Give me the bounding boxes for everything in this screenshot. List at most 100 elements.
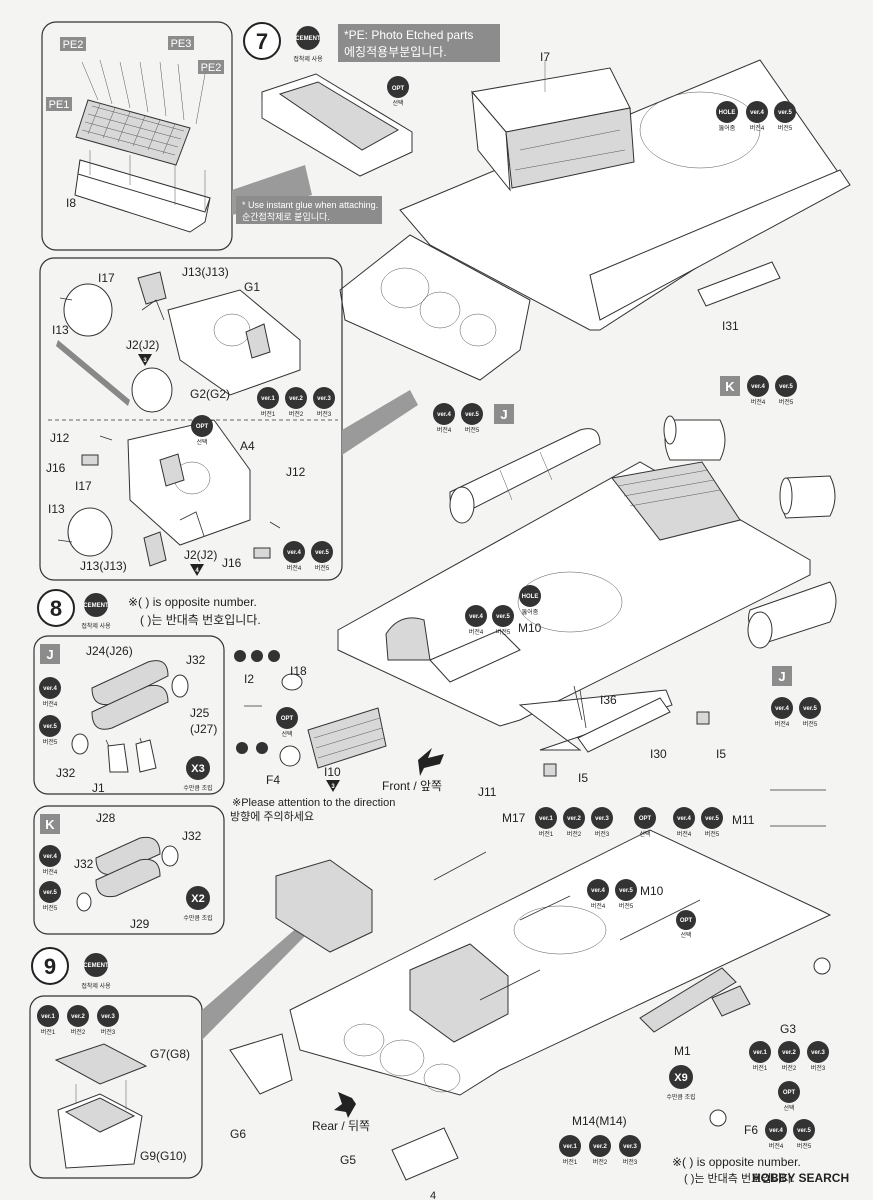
step7-number-badge: 7 [243,22,281,60]
svg-text:ver.4: ver.4 [437,412,451,418]
ver2-badge-detail-a: ver.2 버전2 [285,387,307,418]
svg-text:ver.5: ver.5 [803,706,817,712]
tag-j-main-right: J [772,666,792,686]
part-label-m11: M11 [732,813,755,827]
ver5-badge-sub-j: ver.5 버전5 [39,715,61,746]
svg-text:9: 9 [44,954,56,979]
svg-text:ver.1: ver.1 [563,1144,577,1150]
step9-note-kr: ( )는 반대측 번호입니다. [684,1172,795,1185]
svg-text:버전4: 버전4 [775,720,790,728]
part-label-i13-b: I13 [48,502,65,516]
fuel-drum-k-b [779,475,836,519]
ver5-badge-j-right: ver.5 버전5 [799,697,821,728]
svg-text:ver.2: ver.2 [289,396,303,402]
step7-cement-badge: CEMENT 접착제 사용 [293,26,323,63]
svg-text:OPT: OPT [680,918,693,924]
part-label-g3: G3 [780,1022,796,1036]
part-label-i17-a: I17 [98,271,115,285]
step9-inset-drawing [54,1043,148,1169]
rear-arrow: Rear / 뒤쪽 [312,1092,370,1133]
part-label-j32-c: J32 [182,829,202,843]
opt-badge-step7: OPT 선택 [387,76,409,107]
svg-text:버전5: 버전5 [619,902,634,910]
svg-text:ver.5: ver.5 [315,550,329,556]
svg-text:ver.2: ver.2 [593,1144,607,1150]
svg-text:PE3: PE3 [171,38,192,50]
sub-k-drawing [76,836,179,912]
step8-number-badge: 8 [37,589,75,627]
svg-text:ver.2: ver.2 [567,816,581,822]
part-label-j11: J11 [478,785,497,799]
svg-text:선택: 선택 [680,931,691,939]
svg-text:J: J [778,669,785,684]
svg-text:PE2: PE2 [63,39,84,51]
svg-text:버전4: 버전4 [287,564,302,572]
svg-text:OPT: OPT [392,86,405,92]
small-version-badges-i2 [234,650,280,754]
part-label-m1: M1 [674,1044,691,1058]
hole-badge-step7: HOLE 뚫어줌 [716,101,738,132]
ver4-badge-detail-b: ver.4 버전4 [283,541,305,572]
part-label-g5: G5 [340,1153,356,1167]
part-label-j16-b: J16 [222,556,242,570]
part-label-i5-a: I5 [716,747,726,761]
sub-k-tag: K [40,814,60,834]
step9-cement-badge: CEMENT 접착제 사용 [81,953,111,990]
svg-text:선택: 선택 [281,730,292,738]
svg-text:Front / 앞쪽: Front / 앞쪽 [382,779,442,793]
part-label-g6: G6 [230,1127,246,1141]
pe-grill-assembly [74,59,211,233]
svg-text:3: 3 [143,358,147,364]
svg-text:버전4: 버전4 [677,830,692,838]
part-label-j25: J25 [190,706,210,720]
step9-number-badge: 9 [31,947,69,985]
hull-rear-plate [339,234,531,381]
svg-text:버전5: 버전5 [315,564,330,572]
svg-text:PE2: PE2 [201,62,222,74]
part-label-g7: G7(G8) [150,1047,190,1061]
step8-note: ※( ) is opposite number. [128,595,257,609]
ver4-badge-k: ver.4 버전4 [747,375,769,406]
part-label-i2: I2 [244,672,254,686]
svg-text:버전5: 버전5 [797,1142,812,1150]
ver5-badge-detail-b: ver.5 버전5 [311,541,333,572]
multiplier-x9: X9 수만큼 조립 [666,1065,696,1101]
multiplier-x2: X2 수만큼 조립 [183,886,213,922]
part-label-m10-step9: M10 [640,884,664,898]
hull-step9 [229,789,832,1181]
svg-text:선택: 선택 [639,830,650,838]
svg-text:선택: 선택 [783,1104,794,1112]
svg-text:수만큼 조립: 수만큼 조립 [666,1093,695,1101]
svg-text:ver.1: ver.1 [753,1050,767,1056]
svg-text:버전5: 버전5 [705,830,720,838]
ver4-badge-j-right: ver.4 버전4 [771,697,793,728]
svg-text:버전4: 버전4 [437,426,452,434]
ver4-badge-j-top: ver.4 버전4 [433,403,455,434]
svg-text:버전2: 버전2 [567,830,582,838]
svg-text:CEMENT: CEMENT [83,963,109,969]
part-label-j12-b: J12 [286,465,306,479]
part-label-i31: I31 [722,319,739,333]
svg-text:버전3: 버전3 [595,830,610,838]
part-label-j32-d: J32 [74,857,94,871]
svg-text:ver.5: ver.5 [797,1128,811,1134]
fuel-drums-j-top [449,428,601,524]
svg-text:버전4: 버전4 [43,868,58,876]
part-label-f4: F4 [266,773,280,787]
part-label-i5-b: I5 [578,771,588,785]
part-label-j29: J29 [130,917,150,931]
svg-text:X9: X9 [674,1072,687,1084]
part-label-j16-a: J16 [46,461,66,475]
svg-text:ver.4: ver.4 [43,854,57,860]
svg-text:버전1: 버전1 [41,1028,56,1036]
svg-text:버전2: 버전2 [593,1158,608,1166]
svg-text:ver.4: ver.4 [677,816,691,822]
page-number: 4 [430,1190,436,1200]
svg-text:OPT: OPT [196,424,209,430]
step7-inset-box [41,21,233,251]
part-label-j13-b: J13(J13) [80,559,127,573]
svg-text:ver.5: ver.5 [619,888,633,894]
svg-text:버전5: 버전5 [778,124,793,132]
